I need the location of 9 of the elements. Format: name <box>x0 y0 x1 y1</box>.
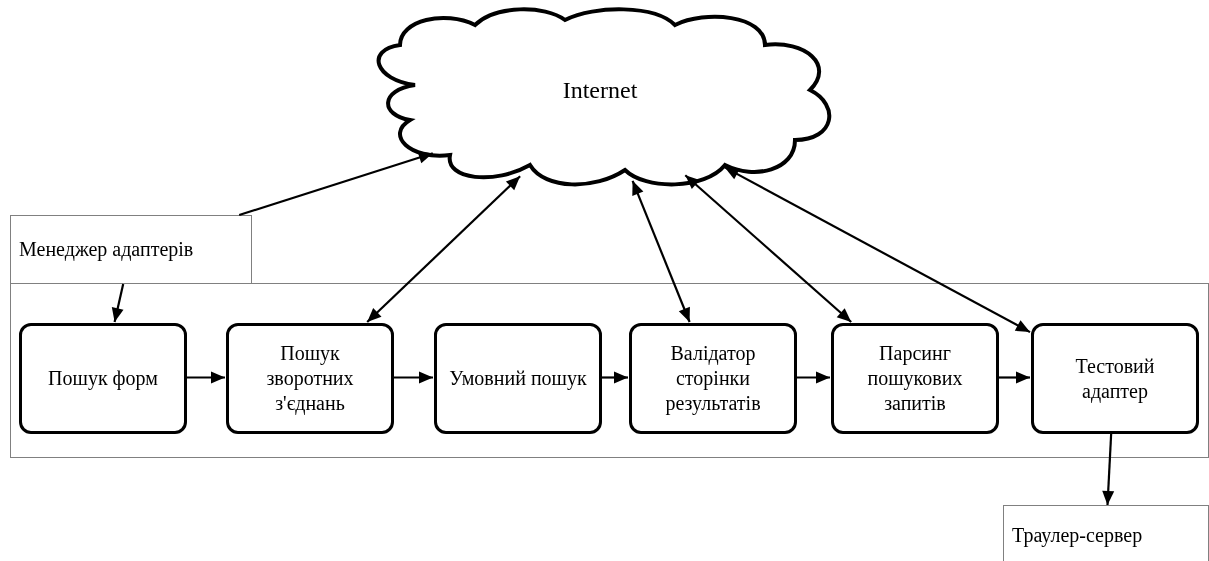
process-box: Парсинг пошукових запитів <box>831 323 999 434</box>
process-box: Пошук форм <box>19 323 187 434</box>
process-box: Пошук зворотних з'єднань <box>226 323 394 434</box>
process-box: Умовний пошук <box>434 323 602 434</box>
label-box: Траулер-сервер <box>1003 505 1209 561</box>
label-box: Менеджер адаптерів <box>10 215 252 284</box>
process-box: Тестовий адаптер <box>1031 323 1199 434</box>
container-panel <box>10 283 1209 458</box>
process-box: Валідатор сторінки результатів <box>629 323 797 434</box>
